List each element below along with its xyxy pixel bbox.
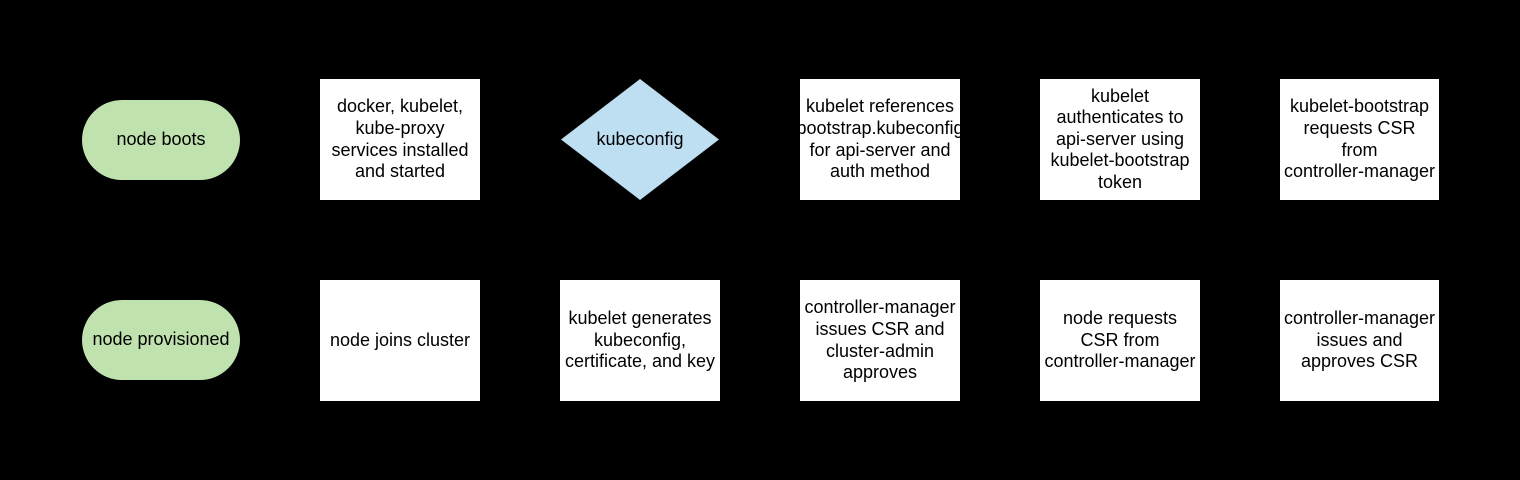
- node-label: controller-manager issues and approves C…: [1283, 308, 1436, 372]
- process-controller-manager-issues-csr-cluster-admin-approves: controller-manager issues CSR and cluste…: [800, 280, 960, 401]
- node-label: kubelet references bootstrap.kubeconfig …: [796, 96, 964, 182]
- terminator-node-boots: node boots: [82, 100, 240, 180]
- terminator-node-provisioned: node provisioned: [82, 300, 240, 380]
- process-controller-manager-issues-and-approves-csr: controller-manager issues and approves C…: [1280, 280, 1439, 401]
- process-node-joins-cluster: node joins cluster: [320, 280, 480, 401]
- node-label: controller-manager issues CSR and cluste…: [804, 297, 956, 383]
- node-label: node requests CSR from controller-manage…: [1044, 308, 1196, 372]
- node-label: node provisioned: [92, 329, 230, 350]
- node-label: node joins cluster: [329, 329, 471, 350]
- process-kubelet-authenticates-to-api-server: kubelet authenticates to api-server usin…: [1040, 79, 1200, 200]
- process-kubelet-references-bootstrap-kubeconfig: kubelet references bootstrap.kubeconfig …: [796, 79, 964, 200]
- node-label: kubelet-bootstrap requests CSR from cont…: [1283, 96, 1436, 182]
- process-kubelet-bootstrap-requests-csr: kubelet-bootstrap requests CSR from cont…: [1280, 79, 1439, 200]
- node-label: node boots: [116, 129, 206, 150]
- node-label: kubelet authenticates to api-server usin…: [1050, 85, 1190, 192]
- process-kubelet-generates-kubeconfig-cert-key: kubelet generates kubeconfig, certificat…: [560, 280, 720, 401]
- decision-kubeconfig-diamond: kubeconfig: [561, 79, 719, 200]
- process-services-installed-started: docker, kubelet, kube-proxy services ins…: [320, 79, 480, 200]
- node-label: kubelet generates kubeconfig, certificat…: [564, 308, 716, 372]
- node-label: kubeconfig: [596, 128, 684, 149]
- process-node-requests-csr: node requests CSR from controller-manage…: [1040, 280, 1200, 401]
- node-label: docker, kubelet, kube-proxy services ins…: [331, 96, 469, 182]
